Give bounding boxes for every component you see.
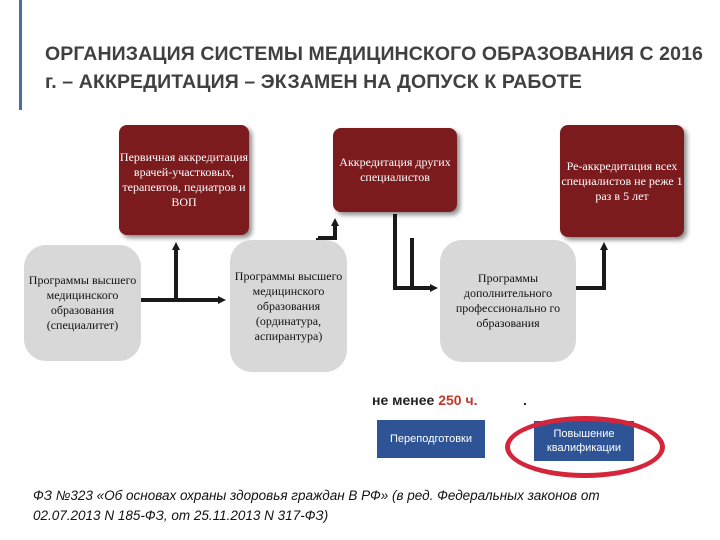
additional-program-label: Программы дополнительного профессиональн…: [455, 271, 561, 330]
hours-requirement: не менее 250 ч.: [372, 392, 477, 408]
primary-accreditation-box: Первичная аккредитация врачей-участковых…: [119, 125, 249, 235]
re-accreditation-label: Ре-аккредитация всех специалистов не реж…: [561, 158, 683, 203]
slide-title: ОРГАНИЗАЦИЯ СИСТЕМЫ МЕДИЦИНСКОГО ОБРАЗОВ…: [45, 43, 703, 93]
other-accreditation-label: Аккредитация других специалистов: [339, 155, 451, 184]
residency-program-label: Программы высшего медицинского образован…: [234, 268, 343, 343]
re-accreditation-box: Ре-аккредитация всех специалистов не реж…: [560, 125, 684, 237]
additional-program-box: Программы дополнительного профессиональн…: [440, 240, 576, 362]
connector-other-to-additional: [393, 214, 438, 292]
connector-additional-to-re: [570, 242, 608, 290]
hours-dot: .: [523, 392, 527, 408]
footer-law-reference: ФЗ №323 «Об основах охраны здоровья граж…: [33, 488, 600, 523]
hours-value: 250 ч.: [438, 392, 478, 408]
connector-specialist-to-primary: [140, 242, 180, 302]
primary-accreditation-label: Первичная аккредитация врачей-участковых…: [119, 150, 249, 209]
other-accreditation-box: Аккредитация других специалистов: [333, 128, 457, 212]
specialist-program-label: Программы высшего медицинского образован…: [28, 273, 137, 332]
retraining-box: Переподготовки: [377, 420, 485, 458]
residency-program-box: Программы высшего медицинского образован…: [230, 240, 347, 372]
connector-residency-to-other-arrow: [318, 218, 339, 240]
accent-bar: [19, 0, 22, 110]
retraining-label: Переподготовки: [390, 433, 472, 445]
highlight-oval: [505, 416, 665, 478]
specialist-program-box: Программы высшего медицинского образован…: [24, 245, 141, 361]
hours-prefix: не менее: [372, 392, 435, 408]
